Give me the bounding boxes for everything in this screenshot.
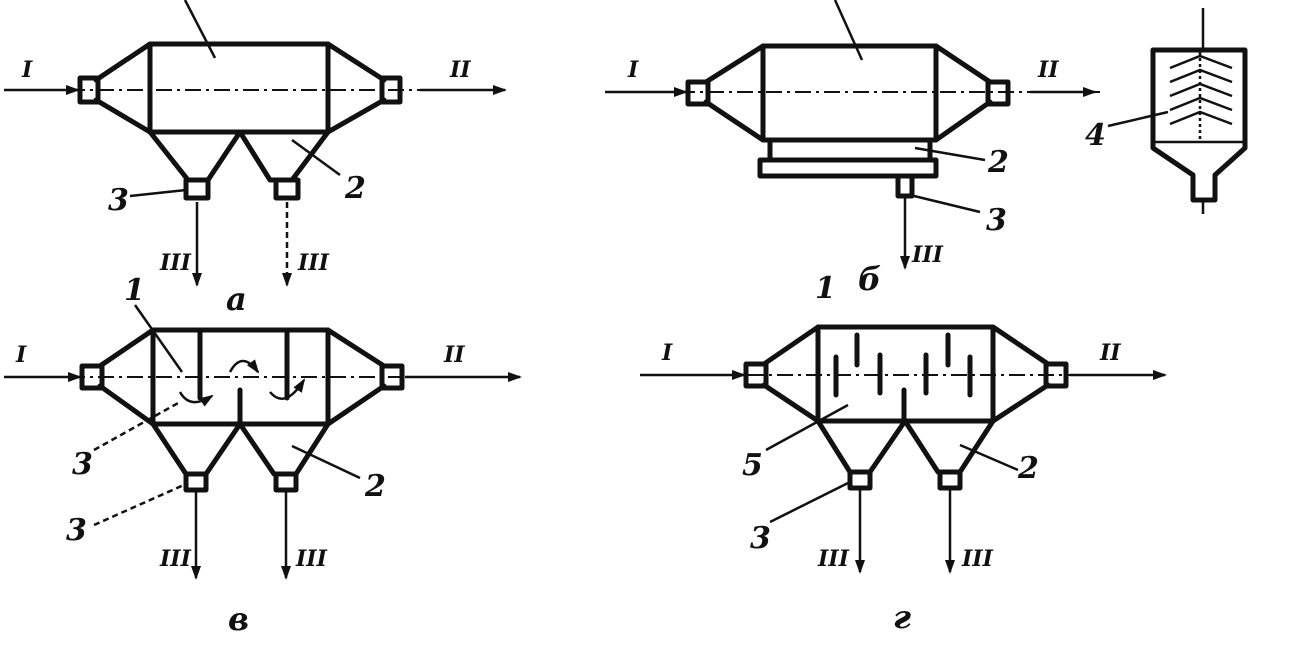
label-5: 5 bbox=[742, 448, 763, 483]
label-3-v1: 3 bbox=[72, 447, 93, 482]
label-3-a: 3 bbox=[108, 183, 129, 218]
chamber-body-v bbox=[79, 327, 405, 493]
label-discharge-v1: III bbox=[159, 546, 192, 572]
label-outflow-v: II bbox=[443, 342, 465, 368]
label-inflow-g: I bbox=[661, 340, 673, 366]
label-inflow-b: I bbox=[627, 57, 639, 83]
label-1-v: 1 bbox=[124, 273, 145, 308]
caption-g: г bbox=[893, 598, 911, 636]
leader-3-b bbox=[909, 193, 981, 214]
label-discharge-b: III bbox=[911, 242, 944, 268]
leader-3-v1 bbox=[93, 400, 181, 452]
chamber-body-g bbox=[743, 324, 1069, 491]
label-discharge-g2: III bbox=[961, 546, 994, 572]
label-2-g: 2 bbox=[1017, 451, 1039, 486]
chamber-body-a bbox=[77, 41, 403, 201]
leader-5 bbox=[765, 403, 849, 452]
label-inflow-a: I bbox=[21, 57, 33, 83]
label-discharge-a1: III bbox=[159, 250, 192, 276]
caption-a: а bbox=[226, 280, 247, 318]
leader-2-g bbox=[959, 443, 1019, 472]
leader-1-a bbox=[183, 0, 217, 59]
caption-v: в bbox=[228, 600, 249, 638]
label-inflow-v: I bbox=[15, 342, 27, 368]
label-2-a: 2 bbox=[344, 171, 366, 206]
panel-g: I II 5 3 2 III III г bbox=[640, 324, 1167, 636]
panel-b: I II 2 3 III 1 б 4 bbox=[605, 0, 1248, 306]
caption-b: б bbox=[858, 260, 881, 298]
label-2-b: 2 bbox=[987, 145, 1009, 180]
label-outflow-a: II bbox=[449, 57, 471, 83]
label-3-v2: 3 bbox=[66, 513, 87, 548]
chamber-body-b bbox=[685, 43, 1011, 199]
label-3-b: 3 bbox=[986, 203, 1007, 238]
leader-2-b bbox=[914, 146, 986, 162]
leader-4 bbox=[1107, 110, 1169, 128]
leader-3-a bbox=[129, 188, 187, 198]
panel-v: 1 I II 3 3 2 III III в bbox=[4, 273, 522, 638]
leader-3-v2 bbox=[93, 482, 187, 527]
label-2-v: 2 bbox=[364, 469, 386, 504]
label-discharge-v2: III bbox=[295, 546, 328, 572]
label-outflow-g: II bbox=[1099, 340, 1121, 366]
leader-2-v bbox=[291, 444, 361, 480]
leader-1-v bbox=[133, 304, 184, 373]
louver-separator bbox=[1150, 8, 1248, 214]
panel-a: I II 2 3 III III а bbox=[4, 0, 507, 318]
label-1-b: 1 bbox=[815, 271, 836, 306]
label-outflow-b: II bbox=[1037, 57, 1059, 83]
label-3-g: 3 bbox=[750, 521, 771, 556]
leader-1-b bbox=[833, 0, 864, 61]
label-discharge-a2: III bbox=[297, 250, 330, 276]
label-4: 4 bbox=[1085, 118, 1106, 153]
leader-3-g bbox=[769, 480, 851, 524]
leader-2-a bbox=[291, 138, 341, 177]
label-discharge-g1: III bbox=[817, 546, 850, 572]
